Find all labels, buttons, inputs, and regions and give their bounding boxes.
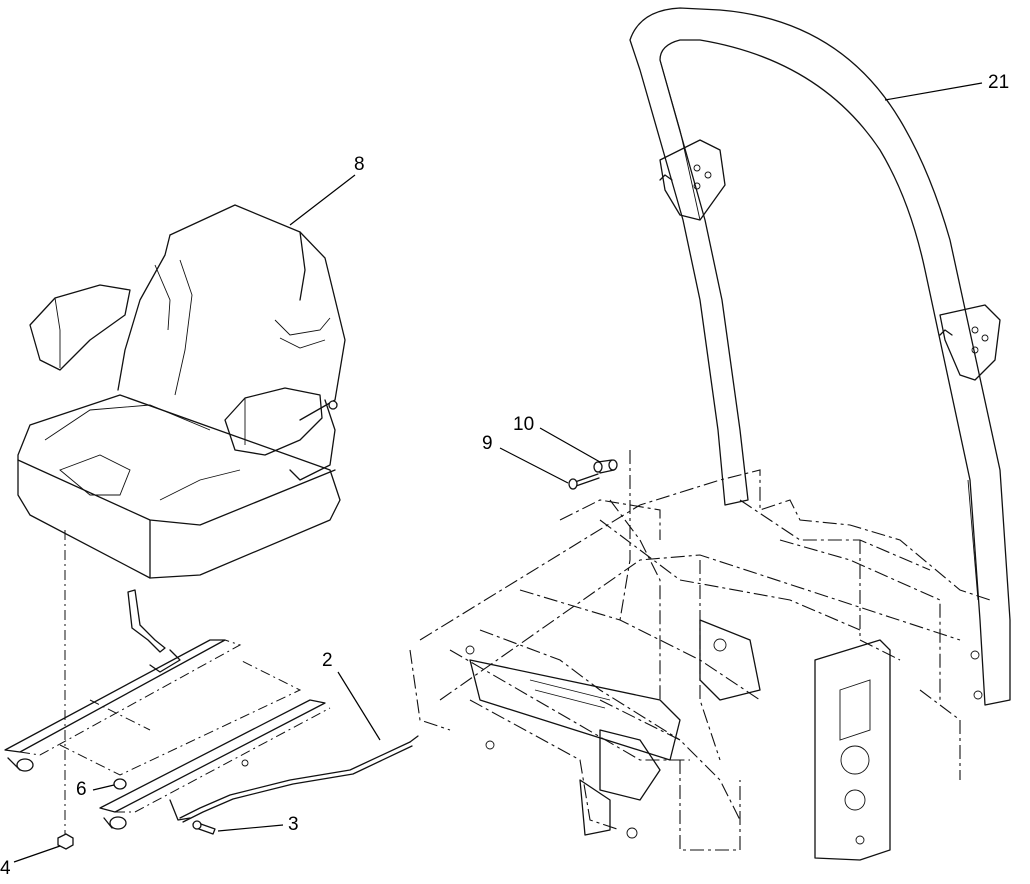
callout-6: 6 <box>76 779 115 800</box>
spacer-10 <box>593 459 618 474</box>
nut-4 <box>57 833 74 850</box>
callout-3-label: 3 <box>288 814 299 835</box>
main-frame <box>409 450 991 861</box>
callout-8: 8 <box>289 154 365 226</box>
seat-assembly <box>17 204 346 579</box>
rod <box>179 735 419 823</box>
callout-3: 3 <box>217 814 299 835</box>
callout-2: 2 <box>322 650 381 741</box>
pin-3 <box>192 820 216 835</box>
callout-10-label: 10 <box>513 414 534 435</box>
roll-over-bar <box>629 7 1011 706</box>
callout-4-label: 4 <box>0 858 11 879</box>
callout-2-label: 2 <box>322 650 333 671</box>
callout-8-label: 8 <box>354 154 365 175</box>
seat-slide-plate <box>4 589 331 830</box>
callout-21: 21 <box>884 72 1009 101</box>
callout-9-label: 9 <box>482 433 493 454</box>
callout-6-label: 6 <box>76 779 87 800</box>
callout-21-label: 21 <box>988 72 1009 93</box>
callout-9: 9 <box>482 433 569 484</box>
callout-10: 10 <box>513 414 601 463</box>
bolt-9 <box>568 473 600 490</box>
callout-4: 4 <box>0 845 61 879</box>
washer-6 <box>113 778 127 790</box>
